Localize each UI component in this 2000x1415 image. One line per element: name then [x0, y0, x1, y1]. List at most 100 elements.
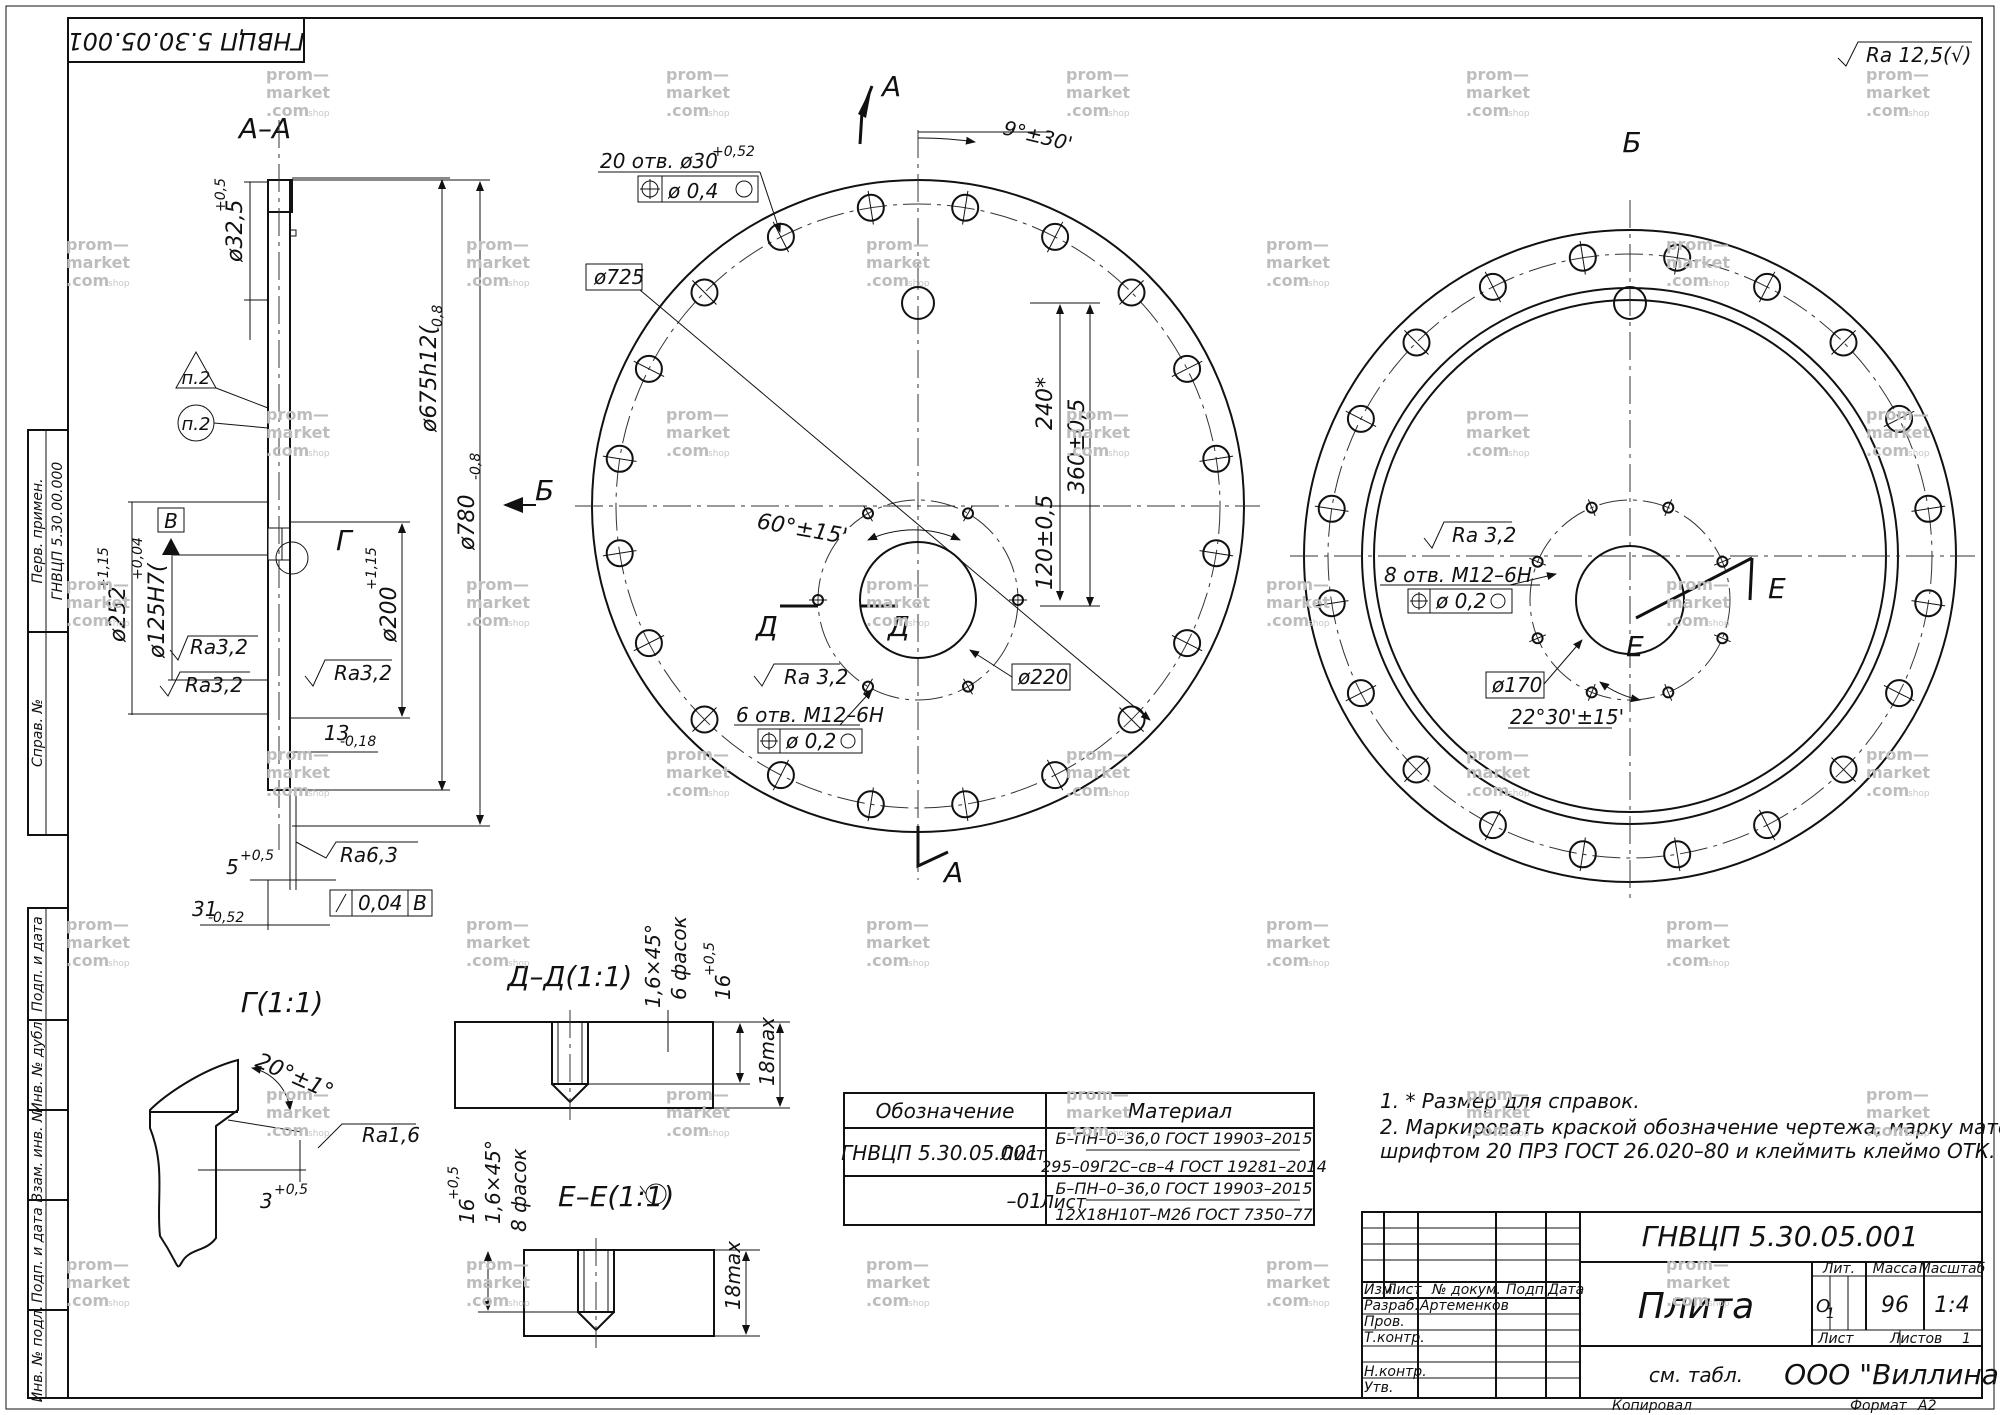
bolt-hole-b: [1478, 272, 1507, 301]
watermark-line: prom—: [1466, 405, 1529, 424]
dd-16: 16: [711, 975, 735, 1000]
watermark-line: prom—: [66, 235, 129, 254]
watermark-line: prom—: [1866, 1085, 1929, 1104]
bolt-hole-b-axis: [1579, 837, 1586, 872]
watermark-line: .com: [1866, 781, 1909, 800]
watermark-line: market: [666, 1103, 730, 1122]
dd-18max: 18max: [755, 1017, 779, 1086]
strip-podp-data2: Подп. и дата: [30, 1207, 46, 1302]
watermark-line: prom—: [1266, 915, 1329, 934]
tb-col-list: Лист: [1385, 1282, 1422, 1298]
bolt-hole-b-axis: [1911, 600, 1946, 607]
bolt-hole-b-axis: [1484, 271, 1502, 303]
tb-col-date: Дата: [1547, 1282, 1584, 1298]
watermark-line: prom—: [1066, 1085, 1129, 1104]
bolt-hole-b: [1402, 755, 1431, 784]
mt-row2-prefix: Лист: [1039, 1192, 1086, 1213]
watermark-line: prom—: [266, 65, 329, 84]
mt-row2-line1: Б–ПН–0–36,0 ГОСТ 19903–2015: [1055, 1179, 1312, 1198]
watermark-line: market: [1866, 763, 1930, 782]
title-block: ГНВЦП 5.30.05.001 Плита см. табл. ООО "В…: [1361, 1211, 2000, 1414]
tb-razrab: Разраб.: [1364, 1298, 1419, 1314]
bolt-hole-b: [1568, 243, 1597, 272]
section-aa-title: А–А: [237, 112, 291, 145]
watermark-line: prom—: [666, 405, 729, 424]
dim240: 240*: [1033, 377, 1058, 430]
bolt-hole-axis: [602, 455, 637, 462]
tb-utv: Утв.: [1364, 1380, 1393, 1396]
tb-copied: Копировал: [1612, 1398, 1692, 1414]
bolt-hole-b: [1753, 811, 1782, 840]
watermark-line: .com: [1666, 951, 1709, 970]
bolt-hole-b: [1346, 679, 1375, 708]
dim120: 120±0,5: [1033, 495, 1058, 590]
strip-perv-primen: Перв. примен.: [30, 478, 46, 583]
watermark-line: prom—: [266, 1085, 329, 1104]
watermark-line: .com: [466, 271, 509, 290]
bolt-hole-b-axis: [1579, 240, 1586, 275]
watermark-shop: shop: [508, 1299, 530, 1309]
thread-hole-b: [1531, 632, 1544, 645]
bolt-hole-axis: [692, 707, 717, 732]
watermark-line: .com: [1266, 271, 1309, 290]
bolt-hole-b-axis: [1345, 684, 1377, 702]
watermark-line: prom—: [1866, 65, 1929, 84]
watermark-line: prom—: [66, 1255, 129, 1274]
top-stamp-text: ГНВЦП 5.30.05.001: [67, 27, 304, 55]
bolt-hole-axis: [633, 634, 665, 652]
bolt-holes-20: [602, 190, 1234, 822]
dim5: 5: [226, 855, 239, 879]
datum-v: В: [164, 509, 178, 533]
watermark-line: .com: [1266, 611, 1309, 630]
cut-e2: Е: [1626, 630, 1644, 663]
watermark-line: prom—: [866, 915, 929, 934]
runout-datum: В: [413, 891, 427, 915]
watermark-line: .com: [1066, 441, 1109, 460]
watermark-line: prom—: [866, 235, 929, 254]
bolt-hole-axis: [602, 550, 637, 557]
watermark-line: prom—: [1466, 1085, 1529, 1104]
watermark-line: .com: [1666, 271, 1709, 290]
thread-hole-b: [1662, 501, 1675, 514]
watermark-line: .com: [466, 951, 509, 970]
strip-inv-dubl: Инв. № дубл.: [30, 1017, 46, 1113]
bolt-hole-b-axis: [1484, 809, 1502, 841]
bolt-hole-axis: [772, 759, 790, 791]
thread-hole-b: [1585, 686, 1598, 699]
watermark-line: market: [866, 593, 930, 612]
d200-label: ø200: [377, 587, 402, 643]
ra63: Ra6,3: [340, 843, 398, 867]
watermark-line: prom—: [66, 915, 129, 934]
section-dd-title: Д–Д(1:1): [506, 960, 633, 993]
tb-format-label: Формат: [1850, 1398, 1908, 1414]
watermark-line: prom—: [466, 1255, 529, 1274]
bolt-hole-b-axis: [1758, 809, 1776, 841]
dim31-tol: -0,52: [208, 910, 244, 926]
strip-inv-podl: Инв. № подл.: [30, 1306, 46, 1403]
watermark-line: market: [266, 83, 330, 102]
bolt-hole-b: [1317, 589, 1346, 618]
watermark-line: market: [1666, 593, 1730, 612]
thread-hole: [962, 507, 974, 520]
bolt-hole-axis: [772, 221, 790, 253]
watermark-shop: shop: [1508, 449, 1530, 459]
watermark-shop: shop: [308, 449, 330, 459]
runout-value: 0,04: [358, 891, 403, 915]
watermark-line: market: [266, 763, 330, 782]
tb-designation: ГНВЦП 5.30.05.001: [1642, 1220, 1919, 1253]
note-3: шрифтом 20 ПРЗ ГОСТ 26.020–80 и клеймить…: [1380, 1139, 1996, 1163]
view-b: Б Е Е Ra 3,2 8 отв. М12–6Н ø 0,2 ø170: [1290, 126, 1975, 900]
tb-material: см. табл.: [1649, 1363, 1743, 1387]
watermark-shop: shop: [508, 959, 530, 969]
watermark-line: .com: [466, 611, 509, 630]
watermark-shop: shop: [1508, 109, 1530, 119]
watermark-line: .com: [1266, 951, 1309, 970]
bolt-hole-axis: [1119, 280, 1144, 305]
watermark-line: prom—: [466, 235, 529, 254]
watermark-shop: shop: [908, 1299, 930, 1309]
bolt-hole: [856, 790, 885, 819]
watermark-line: market: [1866, 1103, 1930, 1122]
watermark-line: market: [66, 593, 130, 612]
watermark-line: market: [866, 253, 930, 272]
bolt-hole: [1041, 761, 1070, 790]
